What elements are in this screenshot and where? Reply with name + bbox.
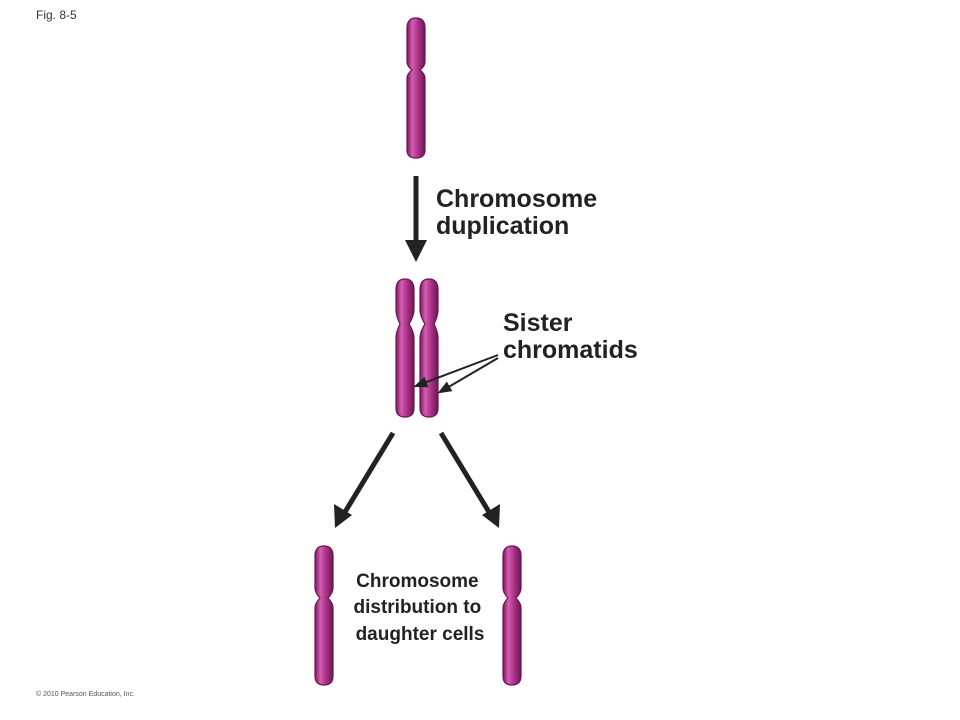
duplication-label: Chromosome duplication — [436, 185, 604, 240]
original-chromosome — [406, 17, 426, 159]
sister-chromatids-label: Sister chromatids — [503, 309, 638, 364]
sister-chromatid-right — [419, 278, 439, 418]
daughter-chromosome-left — [314, 545, 334, 686]
distribution-label: Chromosome distribution to daughter cell… — [354, 571, 487, 645]
daughter-chromosome-right — [502, 545, 522, 686]
figure-label: Fig. 8-5 — [36, 8, 77, 22]
copyright-notice: © 2010 Pearson Education, Inc. — [36, 690, 135, 698]
duplication-arrow — [405, 176, 427, 262]
distribution-arrow-right — [438, 431, 500, 528]
distribution-arrow-left — [334, 431, 396, 528]
sister-chromatids-pointers — [413, 354, 499, 394]
duplicated-chromosome — [395, 278, 439, 418]
sister-chromatid-left — [395, 278, 415, 418]
